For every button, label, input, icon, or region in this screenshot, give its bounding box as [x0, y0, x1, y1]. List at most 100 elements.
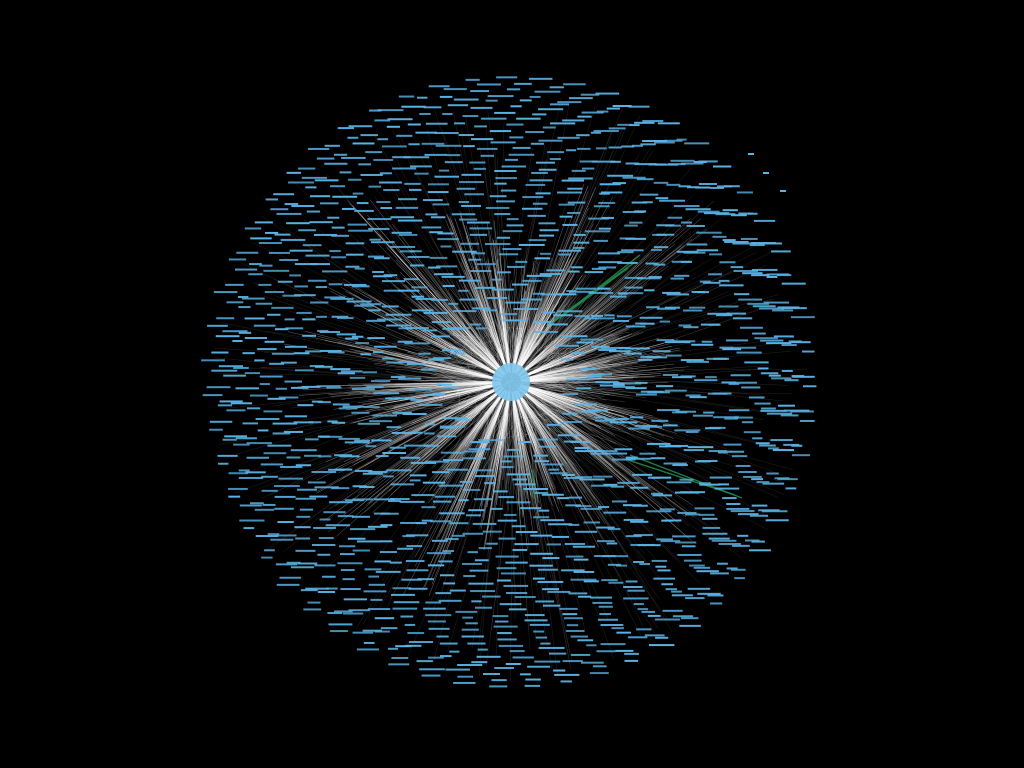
graph-node[interactable]	[646, 510, 672, 513]
graph-node[interactable]	[534, 330, 559, 333]
graph-node[interactable]	[752, 437, 763, 440]
graph-node[interactable]	[362, 472, 383, 475]
graph-node[interactable]	[354, 209, 374, 212]
graph-node[interactable]	[645, 262, 659, 265]
graph-node[interactable]	[254, 508, 275, 511]
graph-node[interactable]	[409, 264, 425, 267]
graph-node[interactable]	[745, 539, 760, 542]
graph-node[interactable]	[772, 309, 794, 312]
graph-node[interactable]	[277, 521, 294, 524]
graph-node[interactable]	[294, 526, 311, 529]
graph-node[interactable]	[539, 234, 555, 237]
graph-node[interactable]	[571, 169, 586, 172]
graph-node[interactable]	[316, 315, 327, 318]
graph-node[interactable]	[472, 307, 491, 310]
graph-node[interactable]	[598, 450, 618, 453]
graph-node[interactable]	[515, 260, 528, 263]
graph-node[interactable]	[672, 464, 688, 467]
graph-node[interactable]	[594, 416, 607, 419]
graph-node[interactable]	[370, 241, 395, 244]
graph-node[interactable]	[580, 93, 600, 96]
graph-node[interactable]	[233, 366, 249, 369]
graph-node[interactable]	[549, 472, 568, 475]
graph-node[interactable]	[314, 486, 339, 489]
graph-node[interactable]	[562, 613, 578, 616]
graph-node[interactable]	[675, 410, 697, 413]
graph-node[interactable]	[338, 545, 356, 548]
graph-node[interactable]	[484, 242, 511, 245]
graph-node[interactable]	[527, 214, 546, 217]
graph-node[interactable]	[562, 660, 583, 663]
graph-node[interactable]	[754, 402, 771, 405]
graph-node[interactable]	[612, 182, 626, 185]
graph-node[interactable]	[428, 358, 444, 361]
graph-node[interactable]	[540, 519, 565, 522]
graph-node[interactable]	[408, 143, 420, 146]
graph-node[interactable]	[264, 290, 285, 293]
graph-node[interactable]	[696, 570, 719, 573]
graph-node[interactable]	[536, 161, 555, 164]
graph-node[interactable]	[500, 189, 517, 192]
graph-node[interactable]	[623, 504, 642, 507]
graph-node[interactable]	[749, 549, 771, 552]
graph-node[interactable]	[249, 263, 262, 266]
graph-node[interactable]	[405, 327, 429, 330]
graph-node[interactable]	[277, 280, 293, 283]
graph-node[interactable]	[392, 167, 417, 170]
graph-node[interactable]	[494, 213, 511, 216]
graph-node[interactable]	[689, 306, 706, 309]
graph-node[interactable]	[389, 446, 406, 449]
graph-node[interactable]	[464, 193, 484, 196]
graph-node[interactable]	[683, 559, 702, 562]
graph-node[interactable]	[497, 632, 512, 635]
graph-node[interactable]	[747, 302, 769, 305]
graph-node[interactable]	[425, 601, 442, 604]
graph-node[interactable]	[740, 237, 758, 240]
graph-node[interactable]	[499, 313, 518, 316]
graph-node[interactable]	[476, 147, 498, 150]
graph-node[interactable]	[557, 101, 582, 104]
graph-node[interactable]	[484, 309, 498, 312]
graph-node[interactable]	[429, 256, 448, 259]
graph-node[interactable]	[624, 224, 638, 227]
graph-node[interactable]	[521, 298, 543, 301]
graph-node[interactable]	[732, 317, 753, 320]
graph-node[interactable]	[439, 574, 455, 577]
graph-node[interactable]	[348, 229, 373, 232]
graph-node[interactable]	[284, 380, 302, 383]
graph-node[interactable]	[477, 648, 488, 651]
graph-node[interactable]	[486, 542, 498, 545]
graph-node[interactable]	[635, 393, 657, 396]
graph-node[interactable]	[593, 239, 608, 242]
graph-node[interactable]	[421, 674, 441, 677]
graph-node[interactable]	[337, 562, 363, 565]
graph-node[interactable]	[597, 261, 622, 264]
graph-node[interactable]	[674, 429, 701, 432]
graph-node[interactable]	[762, 482, 785, 485]
graph-node[interactable]	[611, 627, 624, 630]
graph-node[interactable]	[390, 498, 410, 501]
graph-node[interactable]	[524, 614, 545, 617]
graph-node[interactable]	[311, 544, 336, 547]
graph-node[interactable]	[514, 82, 532, 85]
graph-node[interactable]	[285, 327, 304, 330]
graph-node[interactable]	[730, 568, 746, 571]
graph-node[interactable]	[254, 221, 273, 224]
graph-node[interactable]	[467, 642, 486, 645]
graph-node[interactable]	[470, 90, 490, 93]
graph-node[interactable]	[264, 340, 285, 343]
graph-node[interactable]	[609, 295, 627, 298]
graph-node[interactable]	[201, 359, 225, 362]
graph-node[interactable]	[415, 131, 437, 134]
graph-node[interactable]	[279, 576, 301, 579]
graph-node[interactable]	[502, 319, 527, 322]
graph-node[interactable]	[495, 555, 519, 558]
graph-node[interactable]	[421, 506, 436, 509]
graph-node[interactable]	[792, 375, 815, 378]
graph-node[interactable]	[482, 530, 502, 533]
graph-node[interactable]	[311, 400, 323, 403]
graph-node[interactable]	[280, 465, 303, 468]
graph-node[interactable]	[529, 77, 553, 80]
graph-node[interactable]	[330, 368, 351, 371]
graph-node[interactable]	[538, 139, 563, 142]
